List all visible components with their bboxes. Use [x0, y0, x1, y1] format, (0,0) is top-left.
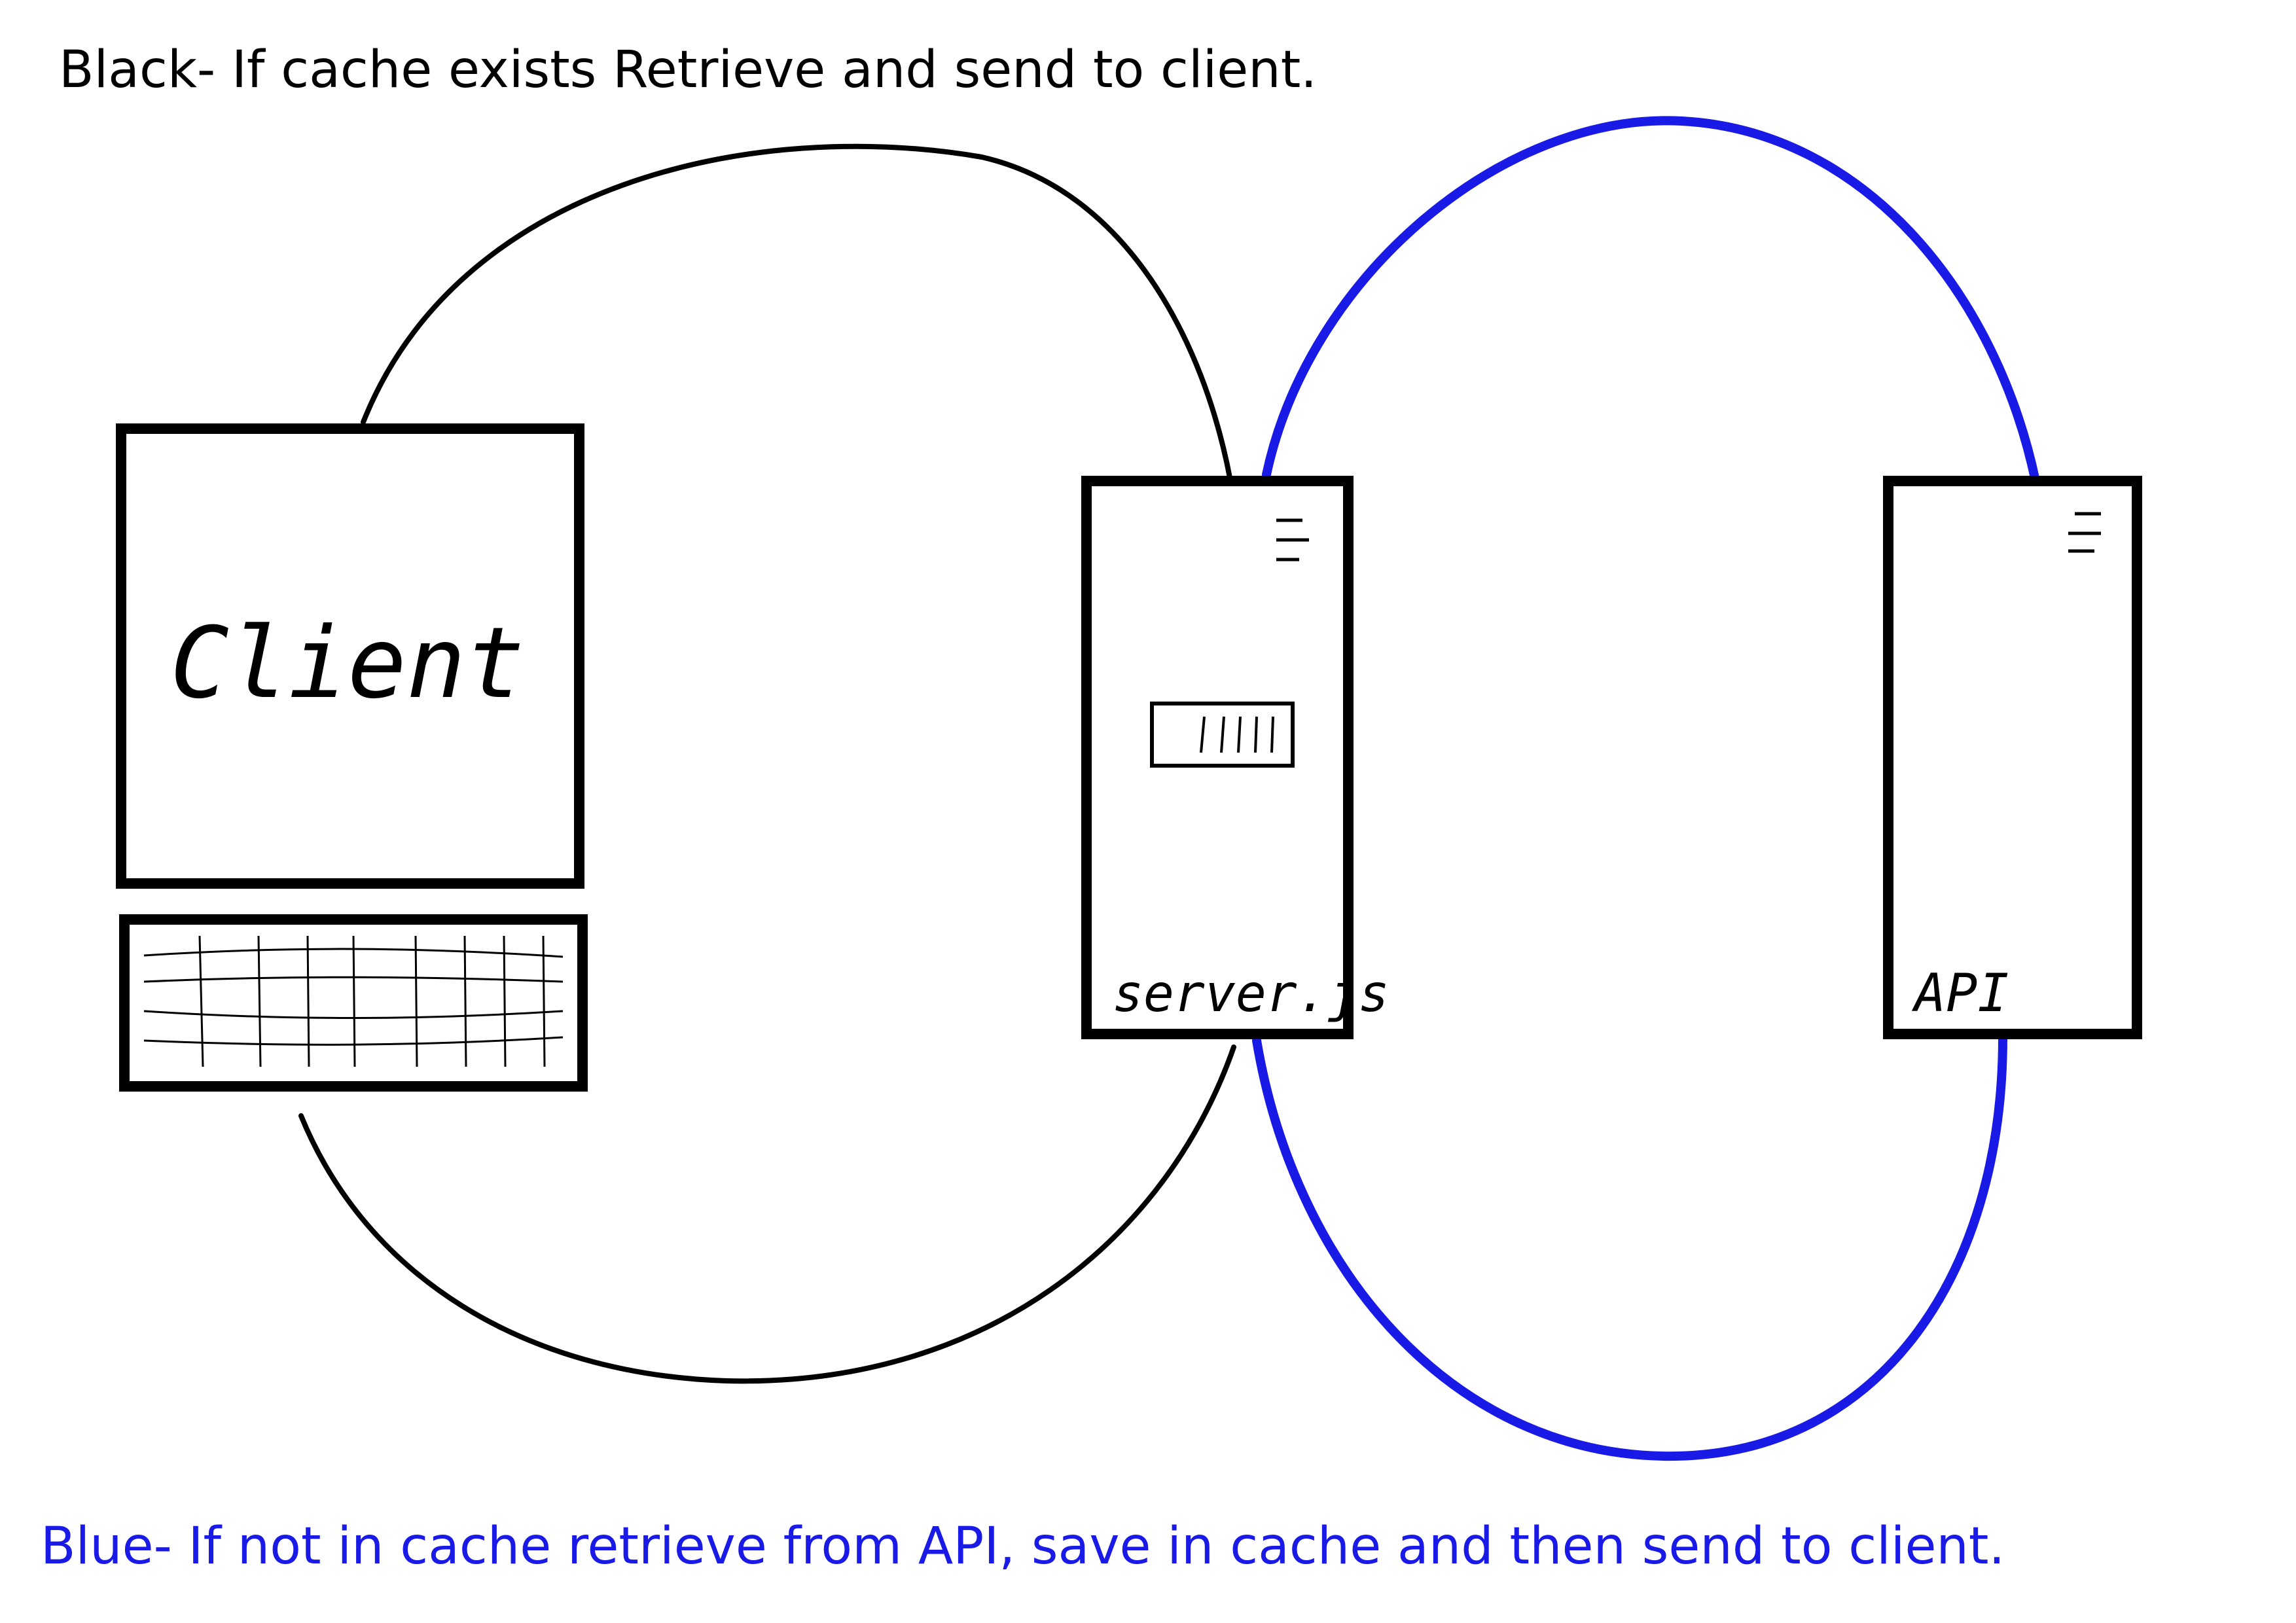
server-tower: server.js [1081, 476, 1390, 1039]
black-path-top [361, 143, 1233, 484]
keyboard-icon [119, 914, 588, 1092]
client-monitor [116, 423, 584, 889]
blue-path-legend: Blue- If not in cache retrieve from API,… [41, 1517, 2005, 1576]
api-label: API [1911, 963, 2009, 1024]
server-vent-icon [1276, 518, 1309, 562]
black-path-bottom [298, 1044, 1236, 1384]
api-vent-icon [2068, 512, 2101, 553]
server-drive-icon [1150, 702, 1295, 768]
client-label: Client [170, 607, 525, 721]
black-path-legend: Black- If cache exists Retrieve and send… [59, 41, 1318, 99]
server-label: server.js [1113, 965, 1390, 1024]
blue-path-bottom [1252, 1033, 2007, 1461]
client-computer: Client [116, 423, 588, 1092]
api-tower: API [1883, 476, 2142, 1039]
blue-path-top [1262, 116, 2040, 486]
api-box [1883, 476, 2142, 1039]
